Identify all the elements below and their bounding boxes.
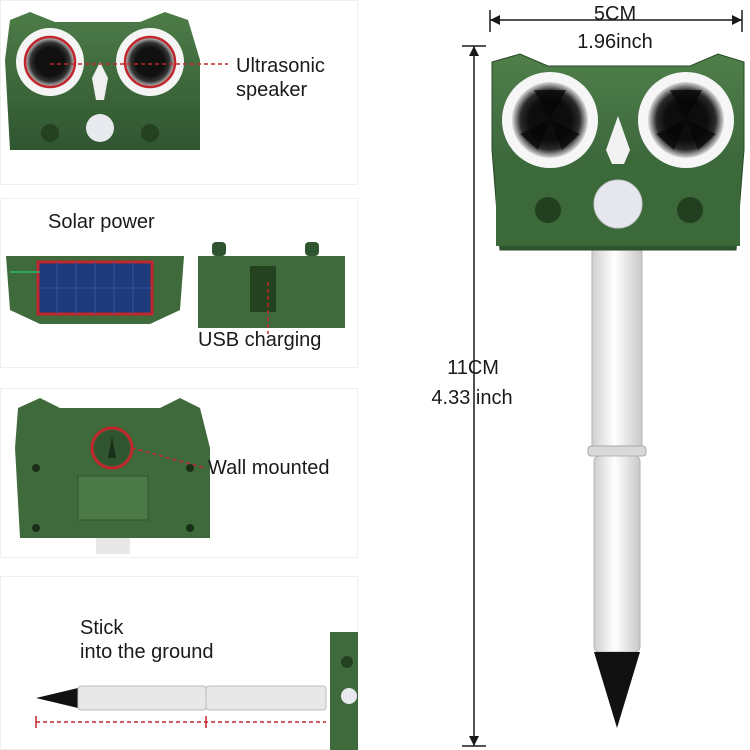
width-inch-label: 1.96inch	[577, 31, 653, 53]
motion-sensor	[86, 114, 114, 142]
stake-joint	[587, 445, 647, 457]
stake-lower	[593, 455, 641, 653]
device-top-and-side	[6, 242, 345, 334]
wall-mount-panel: Wall mounted	[0, 388, 358, 558]
nose-light	[92, 62, 108, 100]
right-speaker	[124, 36, 176, 88]
main-right-button	[677, 197, 703, 223]
ground-stake-panel: Stick into the ground	[0, 576, 358, 750]
height-inch-label: 4.33 inch	[431, 387, 513, 409]
usb-charging-label: USB charging	[198, 329, 322, 351]
right-speaker-highlight	[123, 35, 177, 89]
side-knob-right	[305, 242, 319, 256]
main-nose-light	[606, 116, 630, 164]
ground-stake-view	[35, 632, 358, 750]
stake-tip	[36, 688, 78, 708]
width-cm-label: 5CM	[593, 3, 637, 25]
right-button	[141, 124, 159, 142]
device-front-closeup	[5, 12, 228, 150]
solar-power-label: Solar power	[48, 211, 155, 233]
device-back	[15, 398, 210, 554]
main-motion-sensor	[593, 179, 643, 229]
side-knob-left	[212, 242, 226, 256]
wall-mounted-label: Wall mounted	[208, 457, 330, 479]
height-cm-label: 11CM	[447, 357, 499, 379]
left-speaker	[24, 36, 76, 88]
product-label	[77, 475, 149, 521]
wall-callout-line	[131, 447, 206, 469]
ultrasonic-speaker-panel: Ultrasonic speaker	[0, 0, 358, 185]
main-left-button	[535, 197, 561, 223]
keyhole-slot	[108, 436, 116, 458]
stick-label: Stick into the ground	[80, 617, 214, 663]
usb-port-cover	[250, 266, 276, 312]
left-speaker-highlight	[23, 35, 77, 89]
stake-stub	[96, 538, 130, 554]
ultrasonic-label: Ultrasonic speaker	[236, 55, 325, 101]
left-button	[41, 124, 59, 142]
stake-upper	[591, 243, 643, 453]
solar-usb-panel: Solar power USB charging	[0, 198, 358, 368]
stake-upper-section	[205, 685, 327, 711]
stake-spike	[594, 652, 640, 728]
